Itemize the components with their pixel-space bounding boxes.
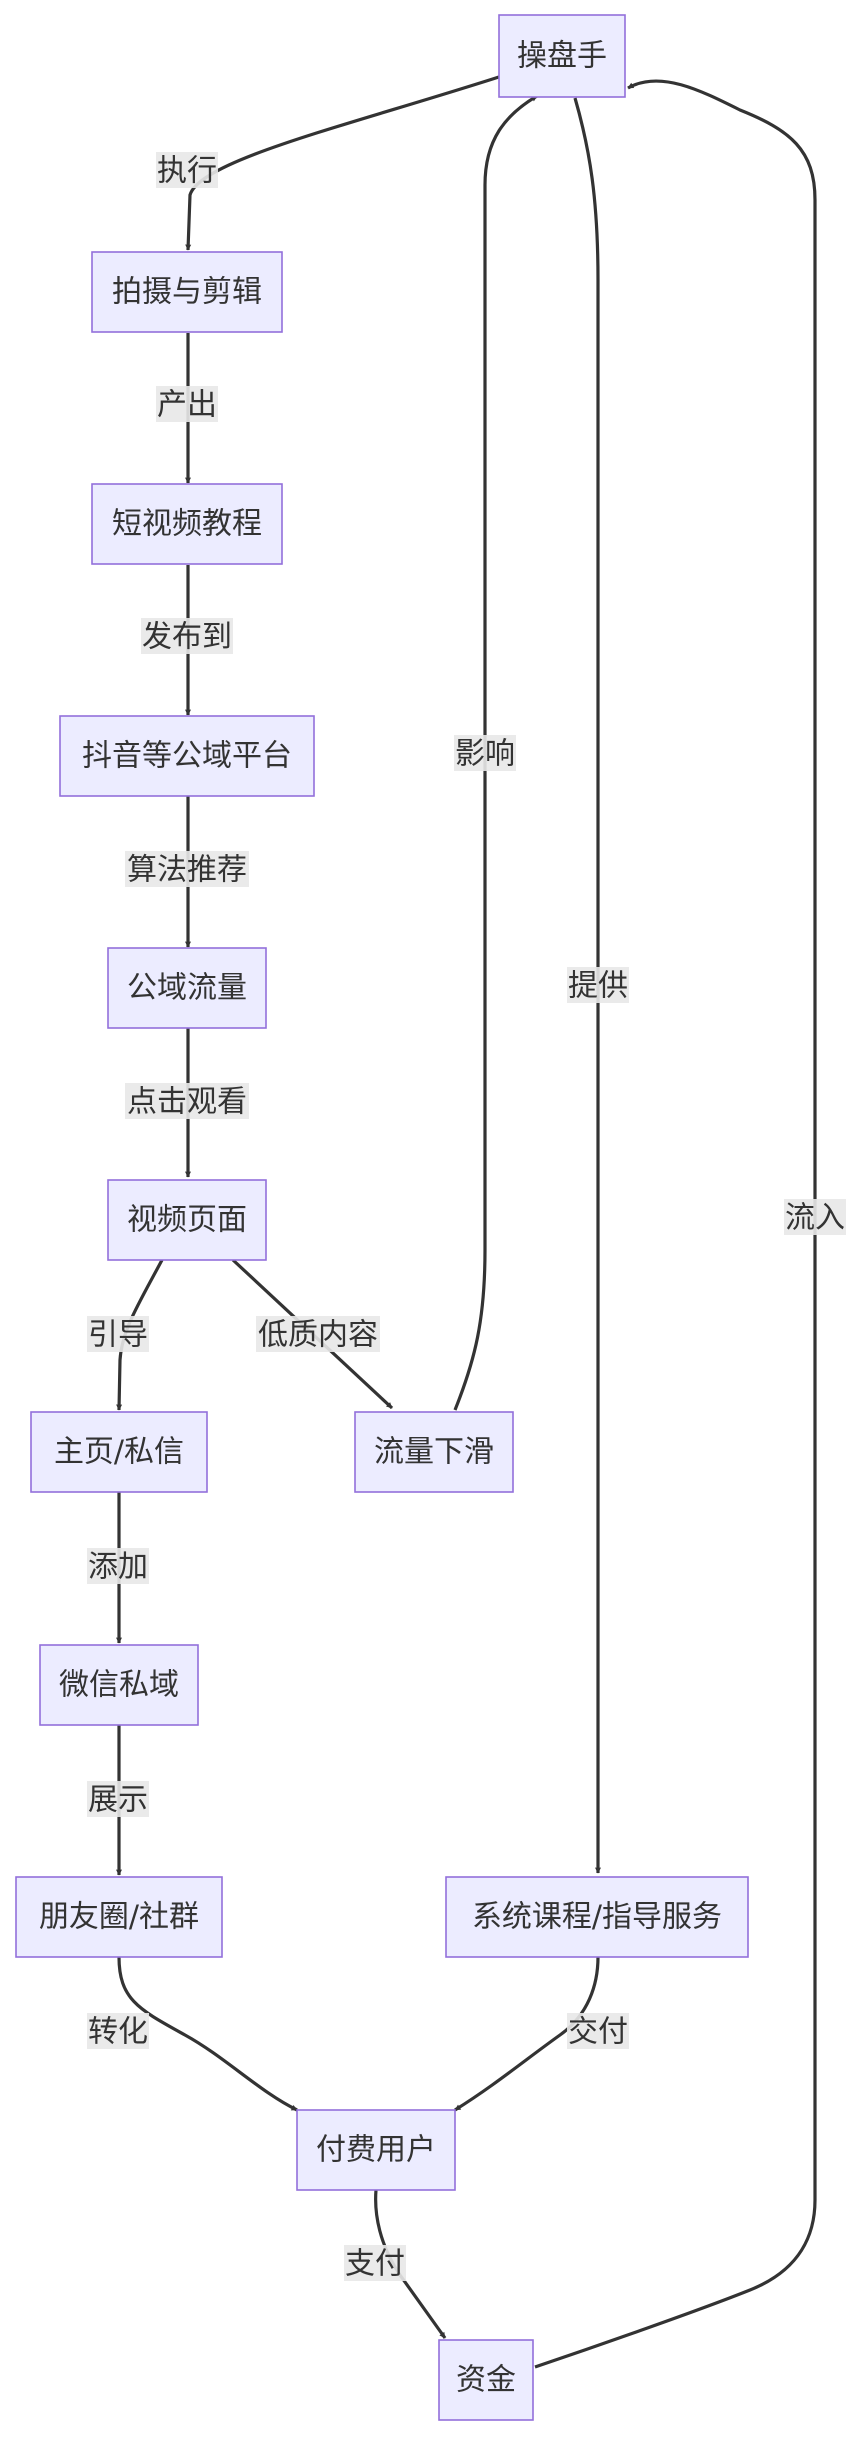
edge-label-influence: 影响 — [454, 735, 516, 772]
edge-label-publish-to: 发布到 — [141, 618, 233, 655]
node-course-service: 系统课程/指导服务 — [445, 1876, 749, 1958]
svg-text:抖音等公域平台: 抖音等公域平台 — [82, 739, 292, 774]
svg-text:添加: 添加 — [88, 1550, 148, 1585]
svg-text:提供: 提供 — [568, 969, 628, 1004]
svg-text:朋友圈/社群: 朋友圈/社群 — [39, 1900, 199, 1935]
edge-label-convert: 转化 — [87, 2013, 149, 2050]
svg-text:支付: 支付 — [345, 2247, 405, 2282]
svg-text:发布到: 发布到 — [142, 620, 232, 655]
svg-text:产出: 产出 — [157, 388, 217, 423]
svg-text:公域流量: 公域流量 — [127, 971, 247, 1006]
svg-text:资金: 资金 — [456, 2363, 516, 2398]
edge-operator-to-course-service — [573, 97, 601, 1874]
svg-text:转化: 转化 — [88, 2015, 148, 2050]
node-short-video: 短视频教程 — [91, 483, 283, 565]
edge-label-low-quality: 低质内容 — [256, 1316, 380, 1353]
svg-text:拍摄与剪辑: 拍摄与剪辑 — [112, 275, 262, 310]
svg-text:执行: 执行 — [157, 154, 217, 189]
node-public-traffic: 公域流量 — [107, 947, 267, 1029]
svg-text:短视频教程: 短视频教程 — [112, 507, 262, 542]
edge-label-click-watch: 点击观看 — [125, 1083, 249, 1120]
node-traffic-drop: 流量下滑 — [354, 1411, 514, 1493]
edge-label-inflow: 流入 — [784, 1199, 846, 1236]
svg-text:低质内容: 低质内容 — [258, 1318, 378, 1353]
node-moments-group: 朋友圈/社群 — [15, 1876, 223, 1958]
svg-text:流量下滑: 流量下滑 — [374, 1435, 494, 1470]
edge-label-provide: 提供 — [567, 967, 629, 1004]
edge-labels: 执行 产出 发布到 算法推荐 点击观看 引导 低质内容 影响 — [87, 152, 846, 2282]
nodes: 操盘手 拍摄与剪辑 短视频教程 抖音等公域平台 公域流量 视频页面 主页/私信 — [15, 14, 749, 2421]
edge-label-deliver: 交付 — [567, 2013, 629, 2050]
svg-text:主页/私信: 主页/私信 — [54, 1435, 184, 1470]
svg-text:展示: 展示 — [88, 1783, 148, 1818]
edge-moments-to-paying-user — [117, 1956, 298, 2112]
edge-label-algorithm-recommend: 算法推荐 — [125, 851, 249, 888]
svg-text:点击观看: 点击观看 — [127, 1085, 247, 1120]
svg-text:微信私域: 微信私域 — [59, 1668, 179, 1703]
node-funds: 资金 — [438, 2339, 534, 2421]
svg-text:流入: 流入 — [785, 1201, 845, 1236]
svg-text:视频页面: 视频页面 — [127, 1203, 247, 1238]
svg-text:付费用户: 付费用户 — [316, 2133, 436, 2168]
node-wechat-private: 微信私域 — [39, 1644, 199, 1726]
edge-label-pay: 支付 — [344, 2245, 406, 2282]
edge-operator-to-shoot — [185, 74, 503, 251]
node-paying-user: 付费用户 — [296, 2109, 456, 2191]
edge-funds-to-operator — [534, 79, 817, 2369]
node-homepage-dm: 主页/私信 — [30, 1411, 208, 1493]
edge-traffic-drop-to-operator — [453, 94, 538, 1411]
svg-text:交付: 交付 — [568, 2015, 628, 2050]
edge-label-execute: 执行 — [156, 152, 218, 189]
node-video-page: 视频页面 — [107, 1179, 267, 1261]
node-douyin: 抖音等公域平台 — [59, 715, 315, 797]
svg-text:操盘手: 操盘手 — [517, 39, 607, 74]
edge-label-guide: 引导 — [87, 1316, 149, 1353]
node-operator: 操盘手 — [498, 14, 626, 98]
svg-text:影响: 影响 — [455, 737, 515, 772]
edge-label-display: 展示 — [87, 1781, 149, 1818]
edge-label-produce: 产出 — [156, 386, 218, 423]
svg-text:算法推荐: 算法推荐 — [127, 853, 247, 888]
svg-text:引导: 引导 — [88, 1318, 148, 1353]
edge-label-add: 添加 — [87, 1548, 149, 1585]
node-shoot-edit: 拍摄与剪辑 — [91, 251, 283, 333]
edge-course-service-to-paying-user — [454, 1956, 600, 2112]
svg-text:系统课程/指导服务: 系统课程/指导服务 — [472, 1900, 722, 1935]
